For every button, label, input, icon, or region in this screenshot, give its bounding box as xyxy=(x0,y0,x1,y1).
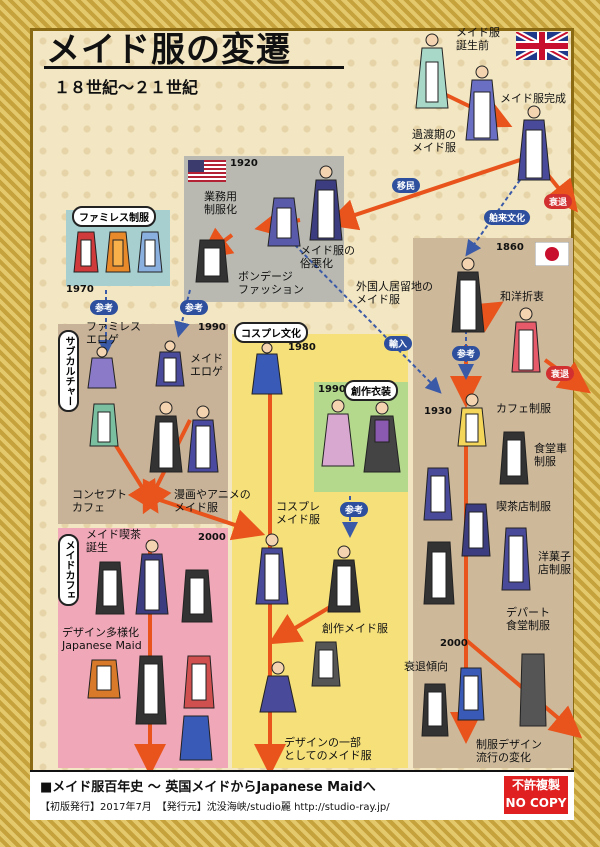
tag-import: 輸入 xyxy=(384,336,413,351)
year-2000-cafe: 2000 xyxy=(198,532,226,543)
maid-figure-famires-1 xyxy=(73,231,99,273)
tag-ref-1: 参考 xyxy=(90,300,119,315)
maid-figure-cafe-1 xyxy=(95,561,125,615)
maid-figure-diningcar xyxy=(499,431,529,485)
label-decline: 衰退傾向 xyxy=(404,660,448,673)
maid-figure-foreign xyxy=(451,257,485,333)
footer-title: ■メイド服百年史 〜 英国メイドからJapanese Maidへ xyxy=(40,780,376,795)
maid-figure-cafe-4 xyxy=(87,659,121,699)
maid-figure-pre xyxy=(415,33,449,109)
maid-figure-design-part-2 xyxy=(311,641,341,687)
maid-figure-wayo xyxy=(511,307,541,373)
maid-figure-decline-2 xyxy=(421,683,449,737)
label-maidcafe-box: メイドカフェ xyxy=(58,534,79,606)
tag-exodus: 移民 xyxy=(392,178,421,193)
label-creative-maid: 創作メイド服 xyxy=(322,622,388,635)
maid-figure-complete xyxy=(517,105,551,181)
maid-figure-uniform-change xyxy=(519,653,547,727)
label-maid-kissa-born: メイド喫茶 誕生 xyxy=(86,528,141,554)
label-bondage: ボンデージ ファッション xyxy=(238,270,304,296)
maid-figure-cafe-5 xyxy=(135,655,167,725)
us-flag-icon xyxy=(188,160,226,182)
label-maid-pre: メイド服 誕生前 xyxy=(456,26,500,52)
page-subtitle: １８世紀〜２１世紀 xyxy=(54,78,199,97)
maid-figure-cafe-7 xyxy=(179,715,213,761)
maid-figure-design-part xyxy=(259,661,297,713)
maid-figure-cos-1980 xyxy=(251,342,283,395)
maid-figure-pastry xyxy=(501,527,531,591)
tag-decline-jp: 衰退 xyxy=(546,366,575,381)
label-cafe-uniform: カフェ制服 xyxy=(496,402,551,415)
footer: ■メイド服百年史 〜 英国メイドからJapanese Maidへ 【初版発行】2… xyxy=(30,770,574,820)
label-famires-eroge: ファミレス エロゲ xyxy=(86,320,141,346)
label-japanese: 和洋折衷 xyxy=(500,290,544,303)
maid-figure-sub-4 xyxy=(149,401,183,473)
label-maid-done: メイド服完成 xyxy=(500,92,566,105)
label-design-part: デザインの一部 としてのメイド服 xyxy=(284,736,372,762)
maid-figure-cafe-6 xyxy=(183,655,215,709)
maid-figure-sub-5 xyxy=(187,405,219,473)
footer-credits: 【初版発行】2017年7月 【発行元】沈没海峡/studio麗 http://s… xyxy=(40,802,390,813)
no-copy-badge: 不許複製 NO COPY xyxy=(504,776,568,814)
maid-figure-sosaku-1 xyxy=(321,399,355,467)
year-1920: 1920 xyxy=(230,158,258,169)
label-manga-anime: 漫画やアニメの メイド服 xyxy=(174,488,251,514)
year-1970: 1970 xyxy=(66,284,94,295)
uk-flag-icon xyxy=(516,32,568,60)
label-subculture-box: サブカルチャー xyxy=(58,330,79,412)
label-pastry: 洋菓子 店制服 xyxy=(538,550,571,576)
year-1860: 1860 xyxy=(496,242,524,253)
label-uniform-change: 制服デザイン 流行の変化 xyxy=(476,738,542,764)
label-dining-car: 食堂車 制服 xyxy=(534,442,567,468)
year-1980: 1980 xyxy=(288,342,316,353)
maid-figure-sub-2 xyxy=(155,340,185,387)
maid-figure-us-business xyxy=(267,197,301,247)
title-underline xyxy=(44,66,344,69)
label-cosplay-maid: コスプレ メイド服 xyxy=(276,500,320,526)
tag-ref-3: 参考 xyxy=(452,346,481,361)
no-copy-jp: 不許複製 xyxy=(511,778,560,792)
label-department: デパート 食堂制服 xyxy=(506,606,550,632)
tag-shipping: 舶来文化 xyxy=(484,210,531,225)
maid-figure-cafe1930 xyxy=(457,393,487,447)
year-2000-jp: 2000 xyxy=(440,638,468,649)
label-design-variety: デザイン多様化 Japanese Maid xyxy=(62,626,142,652)
year-1990-sosaku: 1990 xyxy=(318,384,346,395)
maid-figure-cafe-3 xyxy=(181,569,213,623)
japan-flag-icon xyxy=(535,242,569,266)
maid-figure-kissaten-2 xyxy=(461,503,491,557)
tag-ref-2: 参考 xyxy=(180,300,209,315)
label-vulgar: メイド服の 俗悪化 xyxy=(300,244,355,270)
maid-figure-sub-1 xyxy=(87,346,117,389)
maid-figure-decline xyxy=(457,667,485,721)
maid-figure-famires-2 xyxy=(105,231,131,273)
tag-ref-4: 参考 xyxy=(340,502,369,517)
label-famires-box: ファミレス制服 xyxy=(72,206,156,227)
maid-figure-sub-3 xyxy=(89,403,119,447)
label-business: 業務用 制服化 xyxy=(204,190,237,216)
maid-figure-us-vulgar xyxy=(309,165,343,241)
maid-figure-kissaten xyxy=(423,467,453,521)
label-kissaten: 喫茶店制服 xyxy=(496,500,551,513)
label-transition: 過渡期の メイド服 xyxy=(412,128,456,154)
year-1990-famires: 1990 xyxy=(198,322,226,333)
no-copy-en: NO COPY xyxy=(505,796,567,810)
page-title: メイド服の変遷 xyxy=(46,30,291,70)
maid-figure-cafe-2 xyxy=(135,539,169,615)
label-sosaku-box: 創作衣装 xyxy=(344,380,398,401)
maid-figure-early xyxy=(465,65,499,141)
label-maid-eroge: メイド エロゲ xyxy=(190,352,223,378)
maid-figure-creative xyxy=(327,545,361,613)
tag-decline-uk: 衰退 xyxy=(544,194,573,209)
label-concept-cafe: コンセプト カフェ xyxy=(72,488,127,514)
maid-figure-famires-3 xyxy=(137,231,163,273)
maid-figure-bondage xyxy=(195,239,229,283)
maid-figure-jp-2000 xyxy=(423,541,455,605)
year-1930: 1930 xyxy=(424,406,452,417)
label-cosplay-box: コスプレ文化 xyxy=(234,322,308,343)
maid-figure-sosaku-2 xyxy=(363,401,401,473)
label-foreigner: 外国人居留地の メイド服 xyxy=(356,280,433,306)
maid-figure-cos-2000 xyxy=(255,533,289,605)
